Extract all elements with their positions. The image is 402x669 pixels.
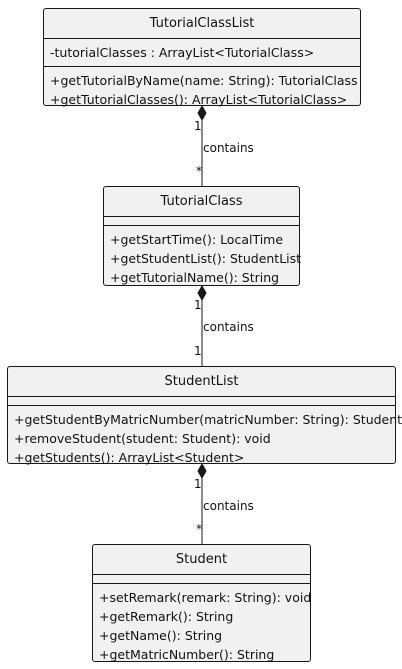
class-tutorial-class[interactable]: TutorialClass +getStartTime(): LocalTime… [103, 186, 301, 286]
relation-1-source-multiplicity: 1 [194, 119, 202, 133]
method: +getMatricNumber(): String [99, 647, 275, 662]
class-tutorial-class-list[interactable]: TutorialClassList -tutorialClasses : Arr… [43, 8, 361, 107]
relation-1-label: contains [203, 141, 254, 155]
method: +getTutorialName(): String [110, 270, 280, 285]
method: +getStudents(): ArrayList<Student> [14, 450, 245, 465]
relation-3-target-multiplicity: * [196, 522, 202, 536]
relation-3-source-multiplicity: 1 [194, 477, 202, 491]
class-name: TutorialClass [160, 194, 243, 209]
class-name: Student [175, 552, 228, 567]
method: +getTutorialClasses(): ArrayList<Tutoria… [50, 92, 348, 107]
attributes-section: -tutorialClasses : ArrayList<TutorialCla… [44, 38, 360, 66]
class-student-list[interactable]: StudentList +getStudentByMatricNumber(ma… [7, 366, 402, 465]
method: +getRemark(): String [99, 609, 234, 624]
class-student[interactable]: Student +setRemark(remark: String): void… [92, 544, 311, 662]
attributes-section [8, 396, 395, 405]
relation-2-target-multiplicity: 1 [194, 344, 202, 358]
method: +removeStudent(student: Student): void [14, 431, 271, 446]
relation-2-source-multiplicity: 1 [194, 298, 202, 312]
methods-section: +getTutorialByName(name: String): Tutori… [44, 66, 360, 113]
composition-diamond-1 [197, 104, 207, 122]
method: +getStartTime(): LocalTime [110, 232, 284, 247]
attributes-section [93, 574, 310, 583]
method: +setRemark(remark: String): void [99, 590, 312, 605]
methods-section: +getStartTime(): LocalTime +getStudentLi… [104, 225, 302, 291]
methods-section: +setRemark(remark: String): void +getRem… [93, 583, 312, 668]
relation-2-label: contains [203, 320, 254, 334]
relation-3-label: contains [203, 499, 254, 513]
method: +getStudentList(): StudentList [110, 251, 302, 266]
method: +getName(): String [99, 628, 223, 643]
method: +getStudentByMatricNumber(matricNumber: … [14, 412, 402, 427]
method: +getTutorialByName(name: String): Tutori… [50, 73, 358, 88]
attribute: -tutorialClasses : ArrayList<TutorialCla… [50, 45, 315, 60]
attributes-section [104, 216, 299, 225]
relation-1-target-multiplicity: * [196, 164, 202, 178]
composition-diamond-3 [197, 462, 207, 480]
class-name: StudentList [164, 374, 239, 389]
methods-section: +getStudentByMatricNumber(matricNumber: … [8, 405, 402, 471]
class-name: TutorialClassList [149, 16, 255, 31]
composition-diamond-2 [197, 284, 207, 302]
